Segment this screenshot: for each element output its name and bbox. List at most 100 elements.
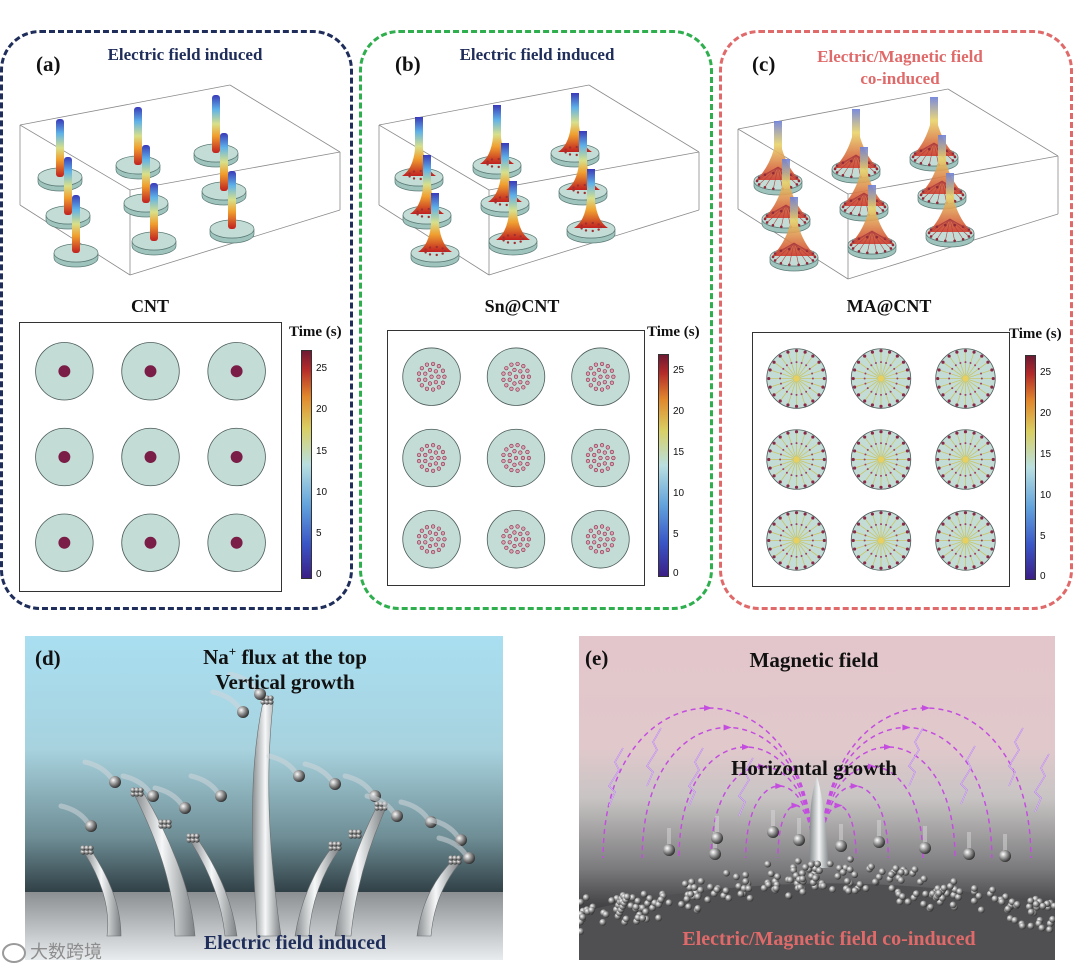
deposit-dot (504, 545, 509, 550)
deposit-dot (954, 390, 957, 393)
deposit-dot (974, 364, 977, 367)
na-cluster (264, 695, 270, 701)
radial-line (880, 459, 890, 487)
radial-line (781, 204, 787, 227)
deposit-dot (928, 147, 931, 151)
deposit-dot (895, 382, 898, 385)
na-particle (765, 881, 772, 889)
radial-line (956, 540, 966, 567)
deposit-dot (794, 485, 799, 489)
colorbar-tick: 0 (1040, 571, 1046, 582)
deposit-dot (609, 543, 614, 548)
deposit-dot (936, 201, 939, 205)
radial-line (949, 218, 970, 230)
deposit-dot (866, 448, 869, 451)
na-ion (963, 848, 975, 860)
field-arrow (834, 802, 843, 809)
radial-line (769, 540, 797, 550)
deposit-dot (947, 354, 951, 358)
radial-line (965, 355, 983, 379)
panel-b-colorbar (658, 354, 669, 577)
deposit-dot (599, 468, 605, 473)
deposit-dot (416, 534, 422, 539)
na-particle (892, 864, 900, 872)
deposit-dot (863, 354, 867, 358)
deposit-dot (795, 183, 799, 186)
na-particle (829, 885, 836, 893)
radial-line (965, 442, 989, 460)
deposit-dot (805, 471, 808, 474)
radial-line (930, 218, 951, 237)
deposit-dot (419, 464, 424, 469)
deposit-dot (513, 374, 519, 379)
na-particle (685, 903, 693, 911)
deposit-dot (598, 537, 603, 542)
deposit-dot (520, 537, 526, 542)
deposit-dot (430, 524, 436, 529)
radial-line (779, 436, 797, 460)
na-particle (799, 875, 807, 883)
deposit-dot (602, 542, 607, 547)
deposit-dot (947, 561, 951, 565)
deposit-dot (441, 247, 444, 250)
radial-line (858, 230, 873, 240)
deposit-dot (964, 474, 967, 477)
deposit-dot (980, 435, 984, 439)
deposit-dot (972, 565, 976, 569)
field-arrow (850, 783, 859, 789)
vertical-growth-caption: Vertical growth (215, 670, 355, 694)
radial-line (880, 432, 890, 460)
deposit-dot (874, 442, 877, 445)
deposit-dot (424, 549, 430, 554)
deposit-dot (588, 366, 593, 371)
deposit-dot (803, 221, 807, 224)
radial-line (796, 436, 814, 460)
deposit-dot (937, 385, 941, 389)
deposit-dot (782, 387, 785, 390)
deposit-dot (951, 367, 954, 370)
deposit-dot (790, 442, 793, 445)
deposit-dot (436, 385, 441, 390)
deposit-center (230, 451, 243, 463)
deposit-dot (501, 371, 506, 376)
deposit-dot (788, 247, 791, 251)
deposit-dot (895, 354, 899, 358)
na-cluster (162, 823, 168, 829)
deposit-dot (424, 443, 430, 449)
radial-line (858, 378, 882, 396)
deposit-dot (592, 458, 597, 464)
panel-a-title: Electric field induced (107, 45, 263, 64)
deposit-dot (980, 534, 983, 537)
deposit-dot (936, 538, 940, 543)
na-particle (851, 871, 859, 879)
deposit-dot (963, 485, 968, 489)
deposit-dot (951, 387, 954, 390)
radial-line (787, 513, 797, 541)
deposit-dot (849, 243, 853, 247)
radial-line (965, 352, 975, 379)
deposit-dot (772, 441, 776, 445)
deposit-dot (768, 385, 772, 389)
deposit-dot (805, 445, 808, 448)
na-cluster (130, 787, 136, 793)
na-cluster (378, 805, 384, 811)
deposit-dot (885, 474, 888, 477)
deposit-dot (811, 435, 815, 439)
radial-line (854, 459, 882, 469)
deposit-dot (424, 248, 427, 251)
panel-c-colorbar (1025, 355, 1036, 580)
deposit-dot (937, 466, 941, 470)
deposit-dot (964, 361, 967, 364)
radial-line (773, 540, 797, 558)
na-cluster (190, 837, 196, 843)
deposit-dot (609, 380, 614, 385)
radial-line (773, 442, 797, 460)
deposit-dot (497, 165, 500, 169)
radial-line (942, 459, 966, 477)
deposit-dot (864, 544, 867, 547)
deposit-dot (980, 516, 984, 520)
deposit-dot (875, 167, 879, 171)
radial-line (965, 378, 993, 388)
radial-line (858, 442, 882, 460)
deposit-dot (980, 372, 983, 375)
